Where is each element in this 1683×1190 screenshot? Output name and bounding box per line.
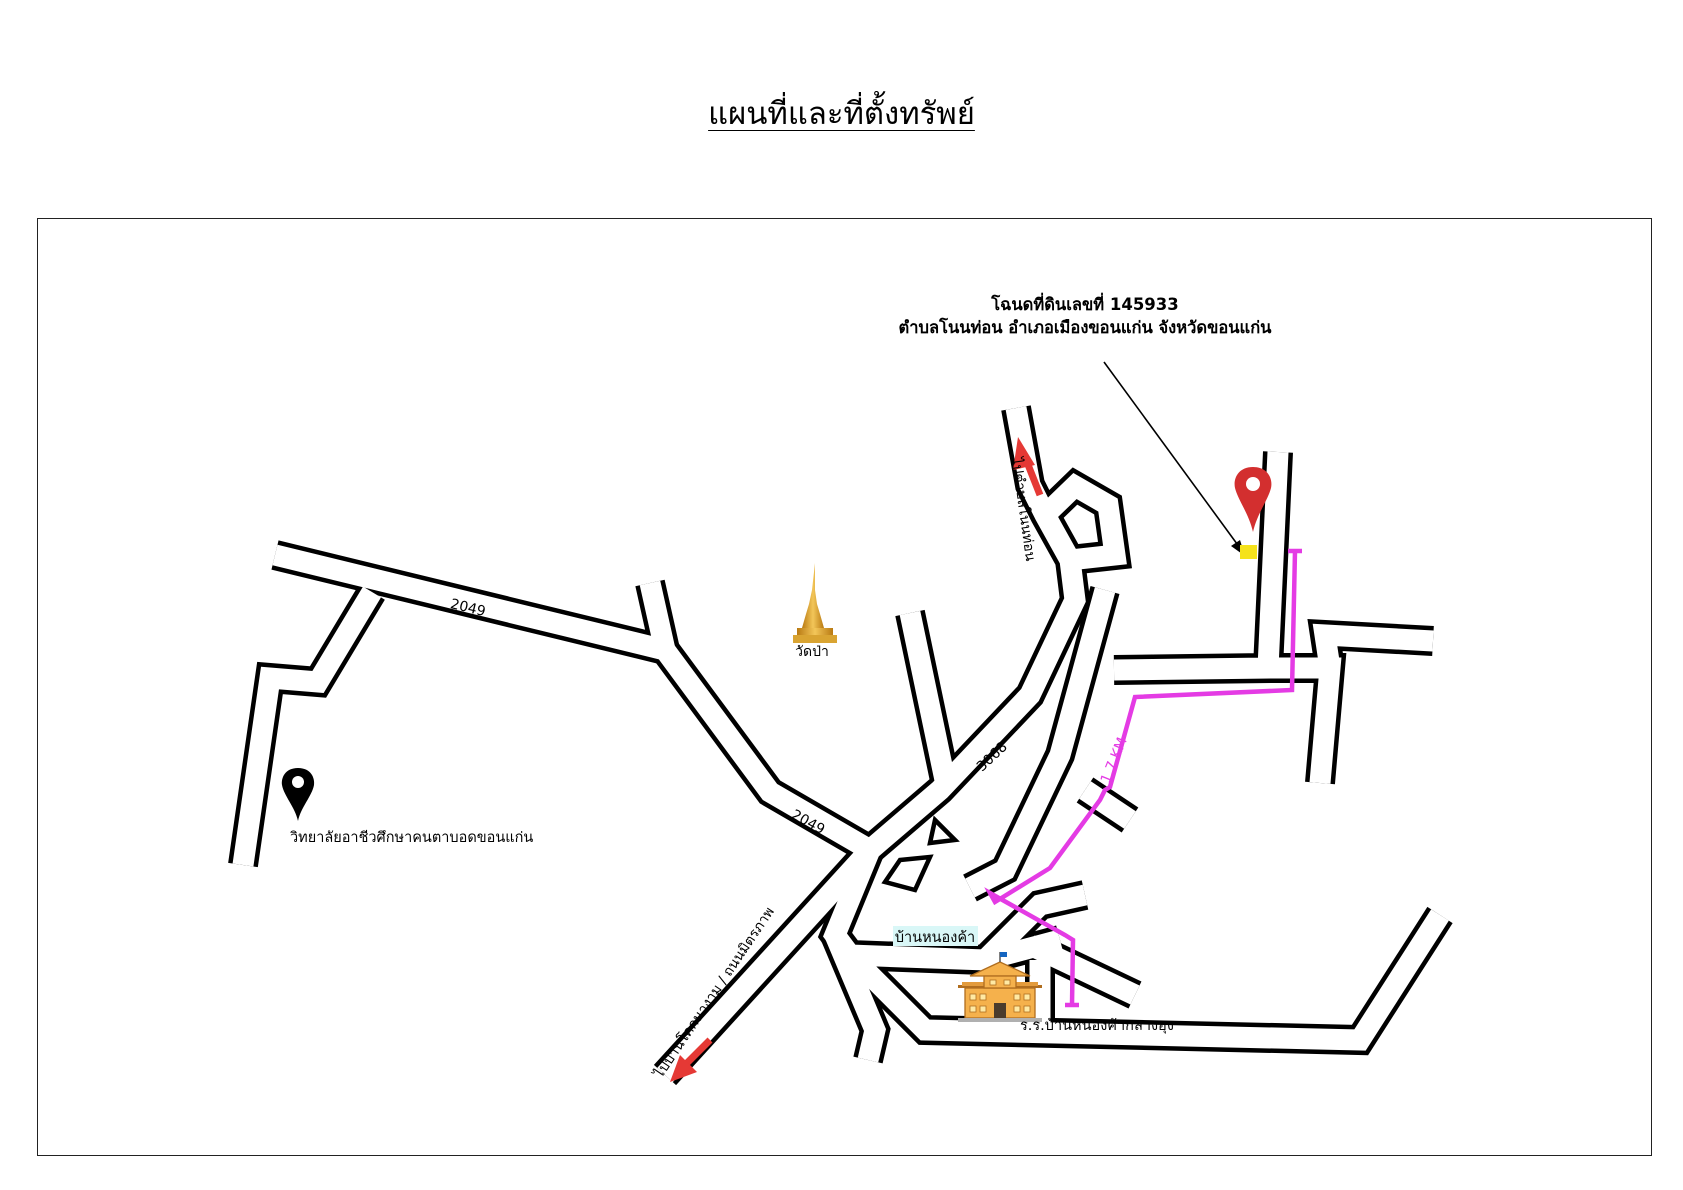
direction-arrow-south: [670, 1037, 713, 1082]
map-pin-icon: [281, 768, 315, 821]
college-label: วิทยาลัยอาชีวศึกษาคนตาบอดขอนแก่น: [290, 829, 533, 846]
deed-title-line2: ตำบลโนนท่อน อำเภอเมืองขอนแก่น จังหวัดขอน…: [899, 317, 1273, 337]
distance-label: 1.7 KM: [1098, 735, 1131, 785]
distance-route: [984, 548, 1302, 1008]
traffic-island: [881, 854, 934, 893]
school-label: ร.ร.บ้านหนองค้ากลางฮุง: [1020, 1017, 1174, 1034]
road-network: [228, 405, 1453, 1086]
village-label-bg: [893, 926, 978, 946]
temple-label: วัดป่า: [795, 644, 829, 660]
temple-pagoda-icon: [793, 563, 837, 643]
page-title: แผนที่และที่ตั้งทรัพย์: [708, 96, 975, 132]
map-pin-icon: [1234, 467, 1272, 532]
deed-title-line1: โฉนดที่ดินเลขที่ 145933: [990, 292, 1179, 314]
school-building-icon: [958, 952, 1042, 1022]
village-label: บ้านหนองค้า: [895, 929, 975, 946]
direction-arrow-north: [1013, 437, 1044, 497]
property-parcel: [1240, 545, 1257, 559]
traffic-island: [927, 815, 960, 846]
map-frame: [37, 218, 1652, 1156]
